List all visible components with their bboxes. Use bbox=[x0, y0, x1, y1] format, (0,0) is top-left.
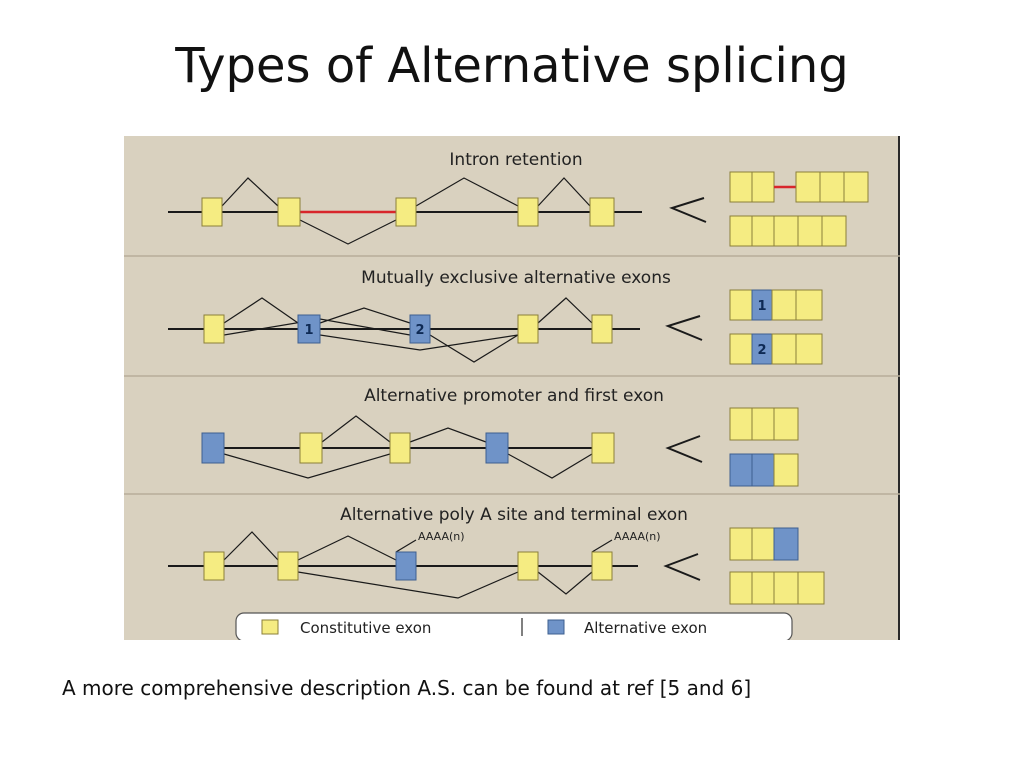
polya-label: AAAA(n) bbox=[614, 530, 661, 543]
constitutive-exon bbox=[591, 432, 615, 464]
panel-title: Mutually exclusive alternative exons bbox=[361, 268, 671, 288]
mrna-product bbox=[729, 171, 869, 203]
mrna-product bbox=[729, 527, 799, 561]
panel-title: Intron retention bbox=[449, 150, 582, 170]
mrna-product: 1 bbox=[729, 289, 823, 321]
legend-alternative-swatch bbox=[547, 619, 565, 635]
arrow-icon bbox=[663, 553, 701, 581]
legend-constitutive-label: Constitutive exon bbox=[300, 619, 431, 637]
mrna-product bbox=[729, 453, 799, 487]
slide-title: Types of Alternative splicing bbox=[175, 38, 849, 94]
panel-mutually-exclusive: Mutually exclusive alternative exons 1 2 bbox=[168, 268, 823, 365]
alternative-exon bbox=[201, 432, 225, 464]
alternative-exon-1: 1 bbox=[297, 314, 321, 344]
mrna-product bbox=[729, 571, 825, 605]
svg-text:2: 2 bbox=[757, 343, 766, 358]
legend: Constitutive exon Alternative exon bbox=[235, 612, 793, 640]
arrow-icon bbox=[665, 435, 703, 463]
panel-intron-retention: Intron retention bbox=[168, 150, 869, 247]
svg-text:1: 1 bbox=[304, 323, 313, 338]
polya-label: AAAA(n) bbox=[418, 530, 465, 543]
panel-alternative-polya: Alternative poly A site and terminal exo… bbox=[168, 505, 825, 605]
constitutive-exon bbox=[591, 314, 613, 344]
legend-constitutive-swatch bbox=[261, 619, 279, 635]
splicing-diagram: .bg { fill: #d9d1bf; } .sep { stroke: #b… bbox=[124, 136, 902, 640]
constitutive-exon bbox=[203, 314, 225, 344]
constitutive-exon bbox=[203, 551, 225, 581]
arrow-icon bbox=[669, 197, 707, 223]
constitutive-exon bbox=[517, 551, 539, 581]
panel-alternative-promoter: Alternative promoter and first exon bbox=[201, 386, 799, 487]
alternative-exon bbox=[395, 551, 417, 581]
constitutive-exon bbox=[277, 197, 301, 227]
constitutive-exon bbox=[299, 432, 323, 464]
constitutive-exon bbox=[389, 432, 411, 464]
panel-title: Alternative promoter and first exon bbox=[364, 386, 664, 406]
mrna-product bbox=[729, 215, 847, 247]
arrow-icon bbox=[665, 315, 703, 341]
mrna-product: 2 bbox=[729, 333, 823, 365]
constitutive-exon bbox=[277, 551, 299, 581]
svg-text:2: 2 bbox=[415, 323, 424, 338]
constitutive-exon bbox=[589, 197, 615, 227]
mrna-product bbox=[729, 407, 799, 441]
alternative-exon-2: 2 bbox=[409, 314, 431, 344]
constitutive-exon bbox=[517, 197, 539, 227]
svg-text:1: 1 bbox=[757, 299, 766, 314]
constitutive-exon bbox=[201, 197, 223, 227]
panel-title: Alternative poly A site and terminal exo… bbox=[340, 505, 688, 525]
alternative-exon bbox=[485, 432, 509, 464]
constitutive-exon bbox=[517, 314, 539, 344]
constitutive-exon bbox=[395, 197, 417, 227]
slide-caption: A more comprehensive description A.S. ca… bbox=[62, 676, 752, 700]
legend-alternative-label: Alternative exon bbox=[584, 619, 707, 637]
constitutive-exon bbox=[591, 551, 613, 581]
